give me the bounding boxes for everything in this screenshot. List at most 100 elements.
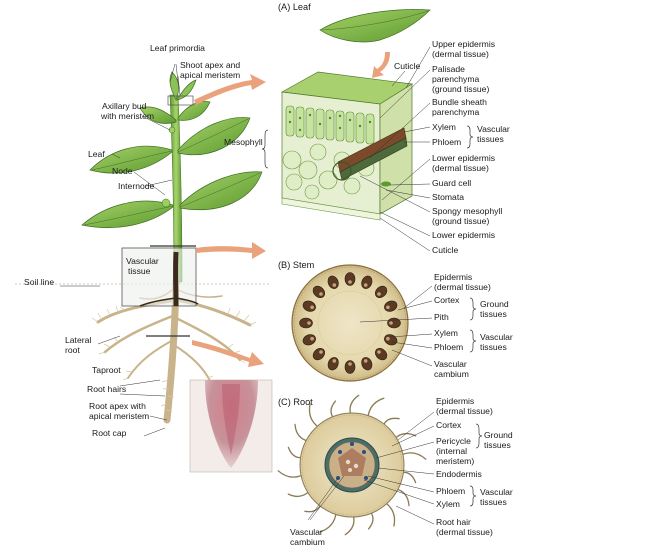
label-stomata: Stomata — [432, 192, 465, 202]
label-shoot-apex: Shoot apex and — [180, 60, 241, 70]
xylem-cell — [348, 280, 352, 284]
xylem-cell — [363, 283, 368, 287]
panel-a-heading: (A) Leaf — [278, 2, 311, 12]
label-dermal-tissue-b: (dermal tissue) — [434, 282, 491, 292]
label-xylem-a: Xylem — [432, 122, 456, 132]
root-hair — [349, 394, 360, 416]
panel-a-letter: (A) — [278, 2, 291, 12]
vascular-bundle — [299, 317, 313, 329]
label-root-cap: Root cap — [92, 428, 127, 438]
root-hair — [294, 423, 309, 442]
label-dermal-tissue-a1: (dermal tissue) — [432, 49, 489, 59]
label-cuticle-bottom: Cuticle — [432, 245, 459, 255]
root-hair — [277, 470, 304, 478]
vascular-bundles — [299, 272, 401, 374]
label-vascular-cambium-c1: Vascular — [290, 527, 323, 537]
label-lateral: Lateral — [65, 335, 92, 345]
xylem-cell — [310, 305, 314, 310]
xylem-cell — [389, 321, 393, 325]
label-parenchyma-2: parenchyma — [432, 107, 480, 117]
label-internode: Internode — [118, 181, 155, 191]
label-parenchyma: parenchyma — [432, 74, 480, 84]
label-bundle-sheath: Bundle sheath — [432, 97, 487, 107]
node-bud — [161, 198, 171, 208]
label-dermal-tissue-c2: (dermal tissue) — [436, 527, 493, 537]
label-upper-epidermis: Upper epidermis — [432, 39, 496, 49]
label-leaf: Leaf — [88, 149, 105, 159]
label-pericycle: Pericycle — [436, 436, 471, 446]
xylem-cell — [319, 350, 323, 354]
label-root-apex-with: Root apex with — [89, 401, 146, 411]
root-hairs-fringe — [91, 305, 257, 412]
xylem-cell — [386, 336, 390, 341]
shoot-apex-marker — [167, 95, 194, 106]
label-root: root — [65, 345, 80, 355]
label-mesophyll: Mesophyll — [224, 137, 263, 147]
vascular-bundle — [344, 272, 356, 286]
label-meristem: meristem) — [436, 456, 475, 466]
xylem-cell — [307, 321, 311, 325]
panel-a-title: Leaf — [292, 2, 311, 12]
label-dermal-tissue-a2: (dermal tissue) — [432, 163, 489, 173]
plant-illustration — [15, 71, 273, 473]
label-root-hair-c: Root hair — [436, 517, 471, 527]
xylem-cell — [310, 336, 314, 341]
label-vascular-c: Vascular — [480, 487, 513, 497]
label-leaf-primordia: Leaf primordia — [150, 43, 205, 53]
leaf-veins — [83, 118, 261, 226]
xylem-cell — [377, 350, 381, 354]
label-tissues-vascular-c: tissues — [480, 497, 507, 507]
connector-arrows — [192, 52, 390, 367]
label-vascular-cambium-b1: Vascular — [434, 359, 467, 369]
label-vascular: Vascular — [126, 256, 159, 266]
label-pith: Pith — [434, 312, 449, 322]
xylem-cell — [332, 283, 337, 287]
label-palisade: Palisade — [432, 64, 465, 74]
label-spongy-mesophyll: Spongy mesophyll — [432, 206, 503, 216]
label-root-hairs: Root hairs — [87, 384, 127, 394]
label-epidermis-b: Epidermis — [434, 272, 473, 282]
panel-a-leaf — [280, 9, 431, 221]
label-tissues-a: tissues — [477, 134, 504, 144]
label-endodermis: Endodermis — [436, 469, 482, 479]
braces — [261, 125, 483, 507]
label-ground-tissue-a1: (ground tissue) — [432, 84, 490, 94]
label-phloem-b: Phloem — [434, 342, 464, 352]
label-cortex-c: Cortex — [436, 420, 462, 430]
root-hair — [287, 490, 310, 498]
leader-lines — [60, 46, 435, 525]
label-cuticle-top: Cuticle — [394, 61, 421, 71]
xylem-cell — [332, 359, 337, 363]
root-hair — [308, 403, 320, 429]
panel-c-heading: (C) Root — [278, 397, 313, 407]
label-tissue: tissue — [128, 266, 151, 276]
label-xylem-b: Xylem — [434, 328, 458, 338]
label-vascular-cambium-b2: cambium — [434, 369, 469, 379]
panel-c-title: Root — [293, 397, 313, 407]
label-lower-epidermis-2: Lower epidermis — [432, 230, 496, 240]
label-with-meristem: with meristem — [101, 111, 155, 121]
label-vascular-b: Vascular — [480, 332, 513, 342]
label-dermal-tissue-c: (dermal tissue) — [436, 406, 493, 416]
label-vascular-a: Vascular — [477, 124, 510, 134]
label-tissues-vascular-b: tissues — [480, 342, 507, 352]
label-soil-line: Soil line — [24, 277, 55, 287]
panel-b-letter: (B) — [278, 260, 291, 270]
label-tissues-ground-b: tissues — [480, 309, 507, 319]
xylem-cell — [377, 292, 381, 296]
label-guard-cell: Guard cell — [432, 178, 472, 188]
label-lower-epidermis: Lower epidermis — [432, 153, 496, 163]
label-tissues-ground-c: tissues — [484, 440, 511, 450]
panel-b-title: Stem — [292, 260, 315, 270]
label-ground-c: Ground — [484, 430, 513, 440]
label-taproot: Taproot — [92, 365, 121, 375]
label-cortex-b: Cortex — [434, 295, 460, 305]
xylem-cell — [386, 305, 390, 310]
label-root-apical-meristem: apical meristem — [89, 411, 150, 421]
root-hair — [344, 514, 355, 536]
label-node: Node — [112, 166, 133, 176]
vascular-tissue-window — [121, 247, 197, 307]
root-hair — [400, 452, 427, 460]
